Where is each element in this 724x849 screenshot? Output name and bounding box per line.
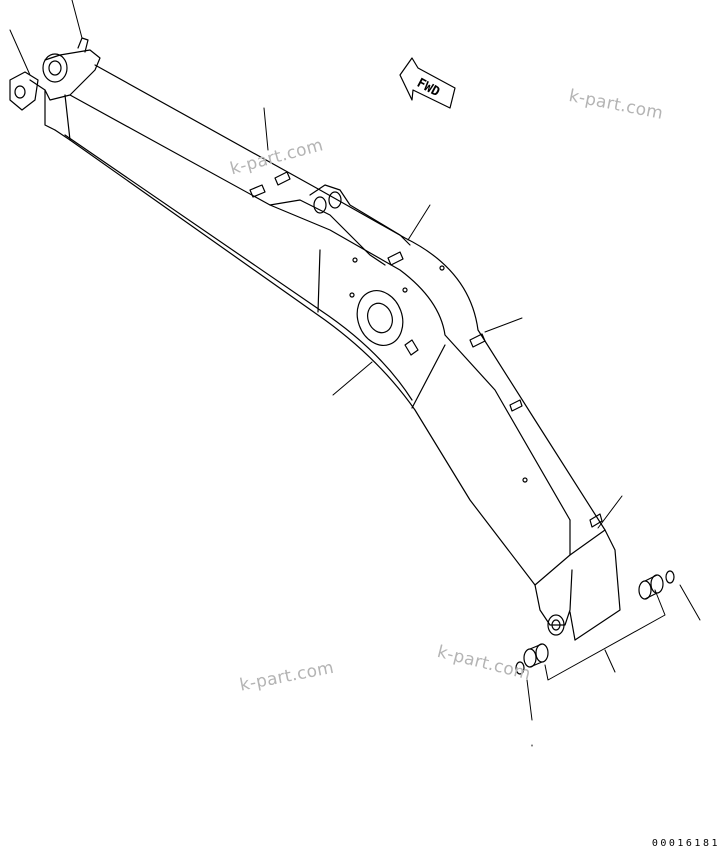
foot-pins <box>515 570 675 675</box>
leader-lines <box>9 0 701 747</box>
fwd-label: FWD <box>414 76 442 100</box>
drawing-code: 00016181 <box>651 838 720 849</box>
boom-body <box>9 37 621 641</box>
fwd-arrow-icon <box>399 57 456 109</box>
